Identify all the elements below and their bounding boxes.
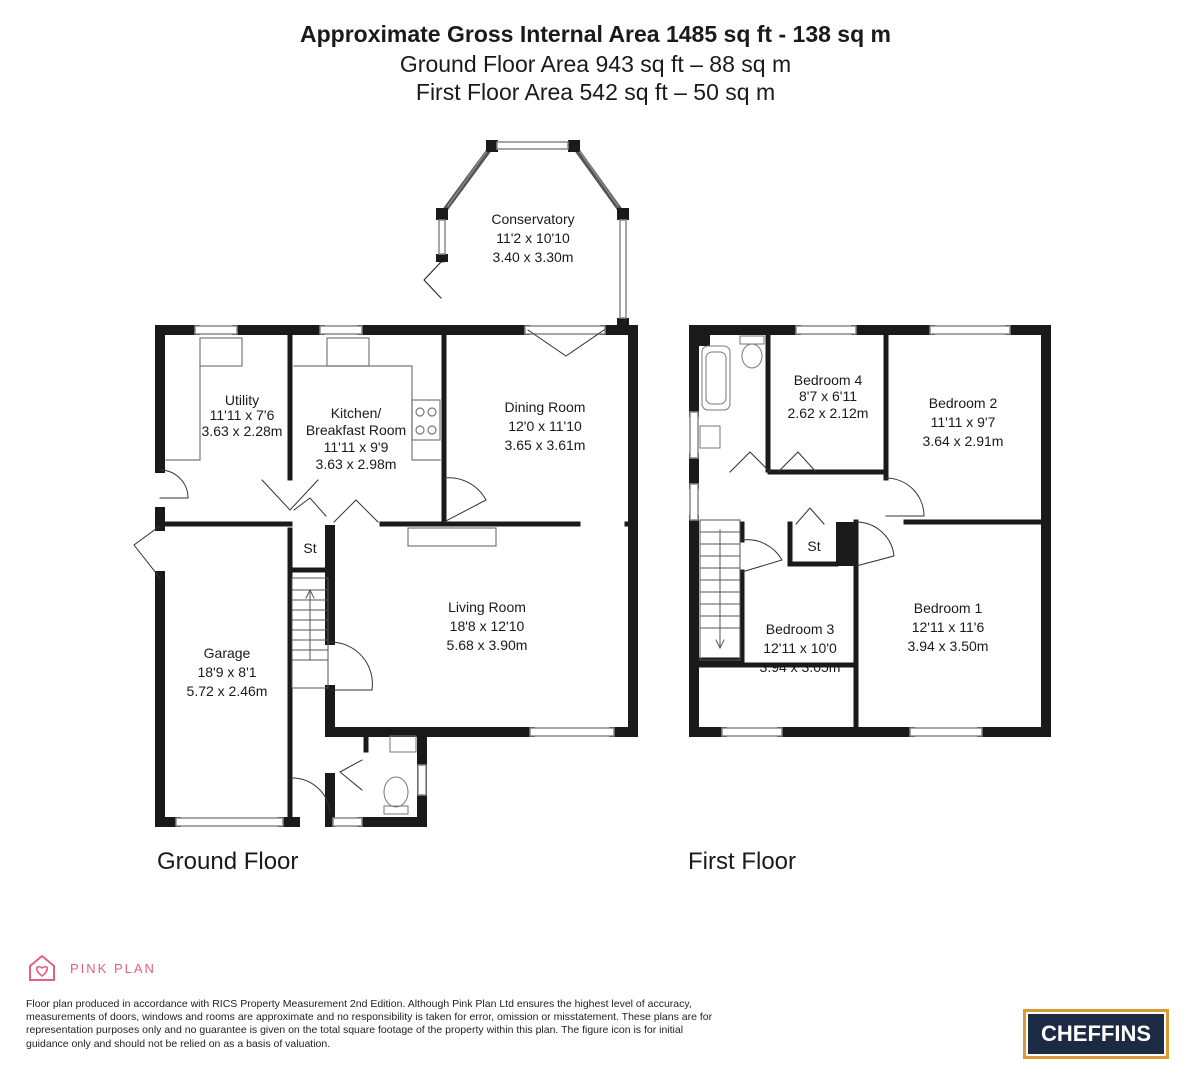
first-floor-label: First Floor [688,848,796,875]
first-cupboard [836,522,856,566]
room-size-metric: 3.63 x 2.28m [202,423,283,439]
room-bedroom4: Bedroom 4 8'7 x 6'11 2.62 x 2.12m [788,372,869,421]
first-floor-area: First Floor Area 542 sq ft – 50 sq m [415,79,776,105]
ground-wc [383,735,417,815]
room-size-metric: 2.62 x 2.12m [788,405,869,421]
conservatory-posts [436,140,629,326]
kitchen-units [165,337,497,547]
cheffins-logo: CHEFFINS [1026,1012,1166,1056]
room-size-imperial: 8'7 x 6'11 [799,388,857,404]
room-size-imperial: 12'11 x 10'0 [763,640,837,656]
ground-stairs [291,577,329,689]
first-floor-plan [689,325,1051,737]
room-name: Bedroom 4 [794,372,863,388]
ground-floor-label: Ground Floor [157,848,299,875]
room-size-metric: 3.94 x 3.05m [760,659,841,675]
first-doors [729,451,925,573]
room-dining: Dining Room 12'0 x 11'10 3.65 x 3.61m [505,399,586,453]
room-conservatory: Conservatory 11'2 x 10'10 3.40 x 3.30m [491,211,574,265]
room-size-metric: 5.72 x 2.46m [187,683,268,699]
ground-windows [175,141,627,827]
ground-floor-plan [133,140,638,827]
room-size-metric: 3.64 x 2.91m [923,433,1004,449]
first-windows [689,325,1011,737]
room-size-imperial: 18'8 x 12'10 [450,618,525,634]
room-kitchen: Kitchen/ Breakfast Room 11'11 x 9'9 3.63… [306,405,406,472]
disclaimer-text: Floor plan produced in accordance with R… [26,998,713,1050]
logo-text: PINK PLAN [70,960,156,976]
room-size-metric: 5.68 x 3.90m [447,637,528,653]
room-size-metric: 3.94 x 3.50m [908,638,989,654]
room-name-line1: Kitchen/ [331,405,382,421]
first-inner-walls [693,327,1049,735]
room-size-imperial: 11'11 x 9'7 [931,414,996,430]
conservatory-door [423,261,442,299]
room-store-ground: St [303,540,316,556]
ground-inner-walls [161,327,636,825]
room-name: Bedroom 1 [914,600,983,616]
room-name: Bedroom 2 [929,395,998,411]
house-heart-icon [29,954,55,981]
room-bedroom2: Bedroom 2 11'11 x 9'7 3.64 x 2.91m [923,395,1004,449]
room-name: Living Room [448,599,526,615]
room-name: Conservatory [491,211,574,227]
gross-area-title: Approximate Gross Internal Area 1485 sq … [300,21,891,47]
room-name: Utility [225,392,259,408]
room-name-line2: Breakfast Room [306,422,406,438]
room-size-imperial: 11'2 x 10'10 [496,230,570,246]
room-size-metric: 3.40 x 3.30m [493,249,574,265]
room-garage: Garage 18'9 x 8'1 5.72 x 2.46m [187,645,268,699]
room-store-first: St [807,538,820,554]
first-wall-block [696,332,710,346]
ground-floor-area: Ground Floor Area 943 sq ft – 88 sq m [399,51,792,77]
room-size-metric: 3.65 x 3.61m [505,437,586,453]
room-size-imperial: 12'0 x 11'10 [508,418,582,434]
pink-plan-logo: PINK PLAN [26,952,156,984]
room-bedroom3: Bedroom 3 12'11 x 10'0 3.94 x 3.05m [760,621,841,675]
room-size-imperial: 11'11 x 9'9 [324,439,389,455]
room-living: Living Room 18'8 x 12'10 5.68 x 3.90m [447,599,528,653]
room-size-metric: 3.63 x 2.98m [316,456,397,472]
room-size-imperial: 11'11 x 7'6 [210,407,275,423]
room-name: Bedroom 3 [766,621,835,637]
first-stairs [699,519,741,661]
room-size-imperial: 12'11 x 11'6 [912,619,985,635]
room-name: Dining Room [505,399,586,415]
room-utility: Utility 11'11 x 7'6 3.63 x 2.28m [202,392,283,439]
room-bedroom1: Bedroom 1 12'11 x 11'6 3.94 x 3.50m [908,600,989,654]
first-bathroom-fittings [699,335,765,449]
header: Approximate Gross Internal Area 1485 sq … [0,18,1191,106]
room-name: Garage [204,645,251,661]
first-outer-walls [689,325,1051,737]
room-size-imperial: 18'9 x 8'1 [197,664,256,680]
ground-doors [133,329,605,813]
